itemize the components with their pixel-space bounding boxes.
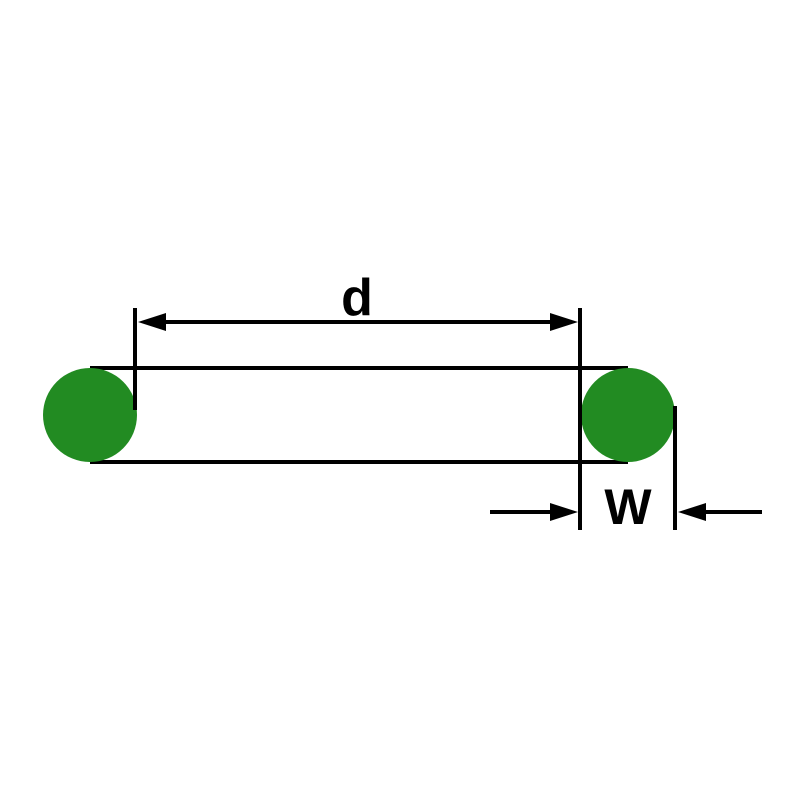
oring-cross-section-right: [581, 368, 675, 462]
diameter-arrowhead-right-icon: [550, 313, 578, 331]
width-label: W: [604, 479, 652, 535]
diameter-label: d: [341, 269, 373, 327]
diameter-arrowhead-left-icon: [138, 313, 166, 331]
width-arrowhead-left-icon: [550, 503, 578, 521]
width-arrowhead-right-icon: [678, 503, 706, 521]
oring-cross-section-left: [43, 368, 137, 462]
